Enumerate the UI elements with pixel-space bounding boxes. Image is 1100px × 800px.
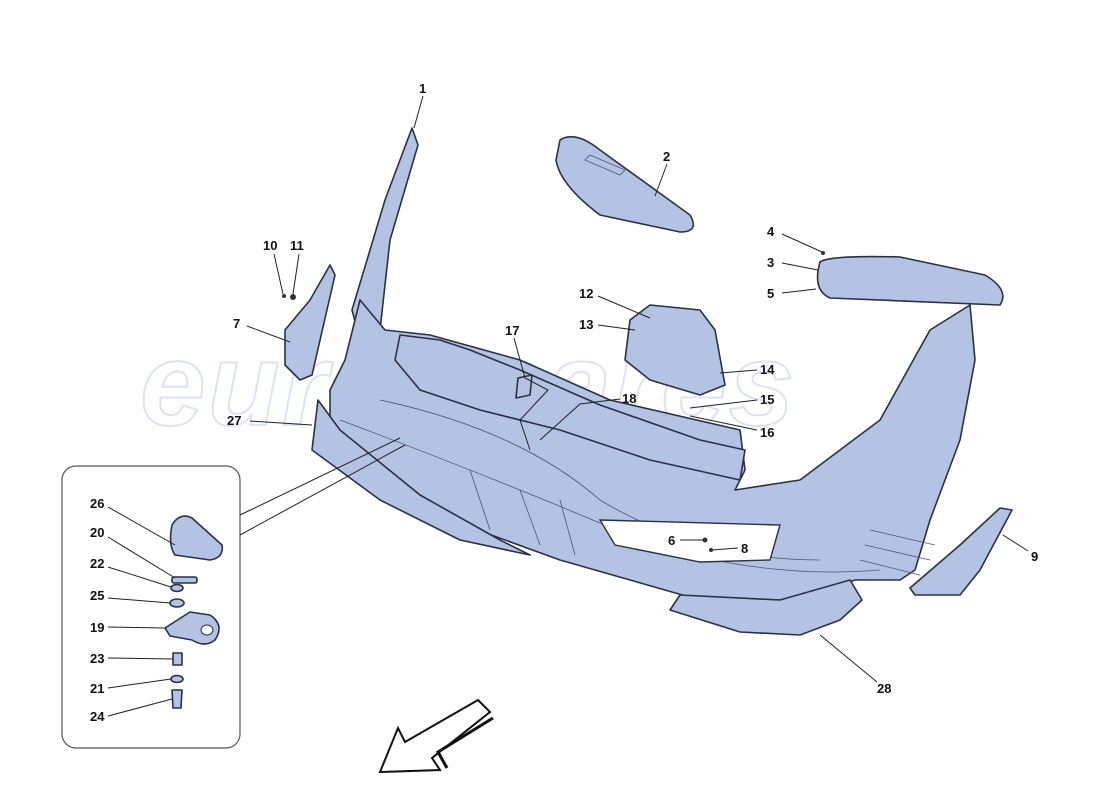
callout-1: 1 [419, 81, 426, 96]
arrow-down-left-icon [378, 698, 492, 774]
callout-16: 16 [760, 425, 774, 440]
callout-14: 14 [760, 362, 775, 377]
part-27-lip [311, 399, 531, 556]
callout-2: 2 [663, 149, 670, 164]
callout-15: 15 [760, 392, 774, 407]
part-28-splitter [669, 579, 863, 636]
callout-13: 13 [579, 317, 593, 332]
callout-4: 4 [767, 224, 775, 239]
callout-26: 26 [90, 496, 104, 511]
callout-19: 19 [90, 620, 104, 635]
part-12-13-duct [624, 304, 726, 396]
callout-8: 8 [741, 541, 748, 556]
part-2-panel [555, 135, 695, 233]
callout-20: 20 [90, 525, 104, 540]
callout-23: 23 [90, 651, 104, 666]
part-20-plate [171, 576, 198, 584]
part-19-tow-hook [164, 611, 220, 645]
part-23-spacer [172, 652, 183, 666]
callout-9: 9 [1031, 549, 1038, 564]
callout-21: 21 [90, 681, 104, 696]
callout-25: 25 [90, 588, 104, 603]
callout-6: 6 [668, 533, 675, 548]
callout-3: 3 [767, 255, 774, 270]
part-9-trim [909, 507, 1013, 596]
detail-inset-box [61, 465, 241, 749]
leader-lines [107, 95, 1029, 717]
part-3-panel [816, 255, 1004, 306]
callout-7: 7 [233, 316, 240, 331]
callout-27: 27 [227, 413, 241, 428]
part-26-bracket [169, 515, 224, 561]
callout-22: 22 [90, 556, 104, 571]
callout-12: 12 [579, 286, 593, 301]
callout-10: 10 [263, 238, 277, 253]
upper-grille-strip [394, 334, 746, 481]
callout-17: 17 [505, 323, 519, 338]
callout-24: 24 [90, 709, 105, 724]
part-17-clip [515, 374, 533, 399]
callout-28: 28 [877, 681, 891, 696]
part-24-bolt [171, 689, 183, 709]
callout-5: 5 [767, 286, 774, 301]
part-22-washer [170, 583, 184, 593]
part-7-trim [284, 264, 336, 381]
part-21-washer [170, 674, 184, 684]
bumper-intake-opening [598, 519, 781, 563]
callout-18: 18 [622, 391, 636, 406]
part-25-nut [169, 598, 185, 608]
callout-11: 11 [290, 238, 304, 253]
